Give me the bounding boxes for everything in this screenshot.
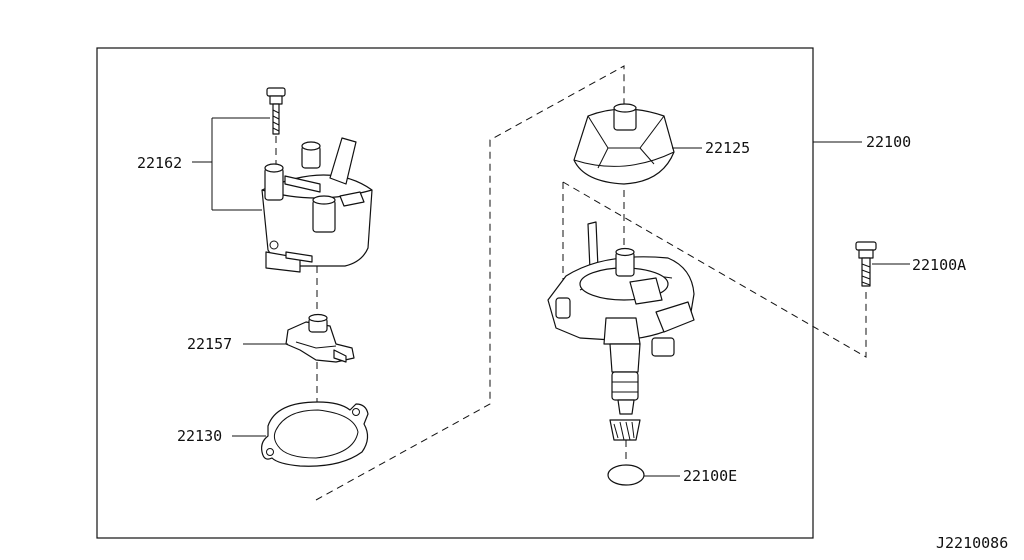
callout-22130: 22130: [177, 427, 222, 445]
leader-22162: [192, 117, 270, 211]
callout-22100A: 22100A: [912, 256, 966, 274]
shaft-cap: [573, 103, 675, 185]
assembly-path-left: [315, 65, 625, 501]
o-ring: [607, 464, 645, 486]
distributor-cap: [261, 137, 373, 273]
callout-22100: 22100: [866, 133, 911, 151]
external-bolt: [855, 241, 877, 287]
gasket: [261, 401, 369, 467]
distributor-body: [547, 221, 695, 441]
cap-bolt: [266, 87, 286, 135]
reference-code: J2210086: [936, 534, 1008, 552]
callout-22162: 22162: [137, 154, 182, 172]
callout-22125: 22125: [705, 139, 750, 157]
rotor: [285, 313, 355, 363]
assembly-path-right: [562, 181, 867, 358]
assembly-frame: [96, 47, 814, 539]
callout-22100E: 22100E: [683, 467, 737, 485]
callout-22157: 22157: [187, 335, 232, 353]
